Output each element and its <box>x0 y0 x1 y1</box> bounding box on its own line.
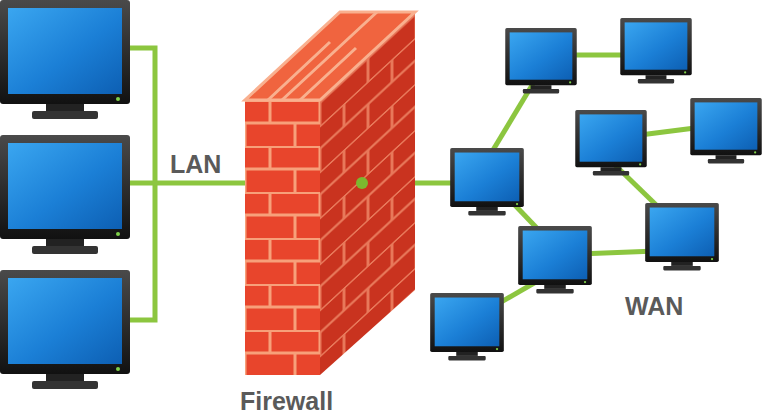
computer-icon <box>505 28 577 93</box>
computer-icon <box>645 203 719 270</box>
network-label: LAN <box>170 150 221 179</box>
connection-dot <box>356 177 368 189</box>
computer-icon <box>450 148 524 215</box>
network-label: WAN <box>625 292 683 321</box>
firewall-top <box>245 12 415 100</box>
mortar <box>268 12 377 100</box>
wan-wire <box>575 53 625 58</box>
computer-icon <box>620 18 692 83</box>
computer-icon <box>0 0 130 119</box>
firewall-front <box>245 100 320 375</box>
wan-computers <box>430 18 762 360</box>
computer-icon <box>690 98 762 163</box>
computer-icon <box>0 135 130 254</box>
lan-wire <box>130 181 245 186</box>
firewall-wall <box>240 8 420 416</box>
wan-wire <box>640 128 695 135</box>
lan-computers <box>0 0 130 389</box>
firewall-node: Firewall <box>240 8 420 416</box>
computer-icon <box>430 293 504 360</box>
node-label: Firewall <box>240 387 333 416</box>
computer-icon <box>518 226 592 293</box>
computer-icon <box>0 270 130 389</box>
computer-icon <box>575 110 647 175</box>
